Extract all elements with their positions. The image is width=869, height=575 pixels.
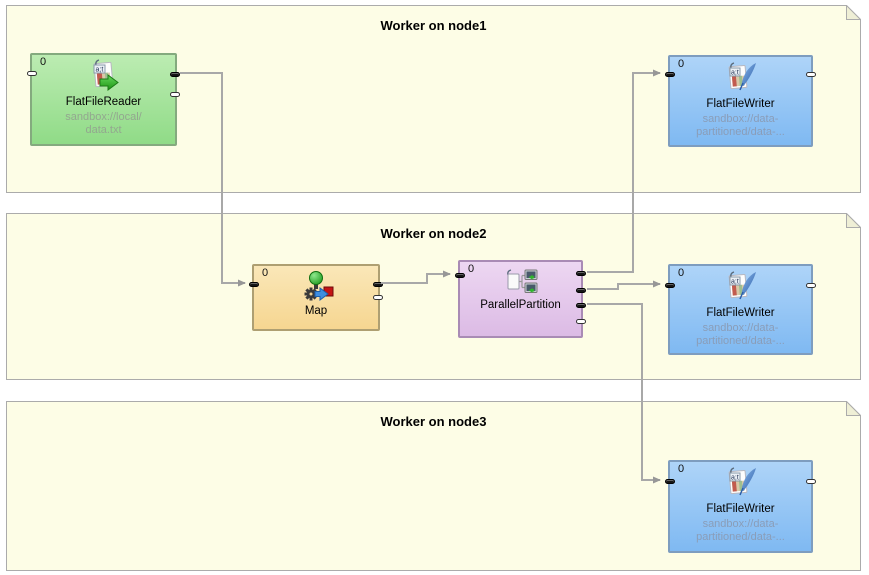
component-badge: 0	[678, 463, 685, 475]
output-port-0[interactable]	[373, 282, 383, 287]
output-port-1[interactable]	[170, 92, 180, 97]
component-label: Map	[304, 305, 328, 317]
input-port-0[interactable]	[249, 282, 259, 287]
flat-file-writer-icon: a;t	[723, 270, 759, 306]
worker-group-node1[interactable]: Worker on node1 0	[6, 5, 861, 193]
worker-group-node2[interactable]: Worker on node2 0	[6, 213, 861, 380]
flat-file-reader-icon: a;t	[86, 59, 122, 95]
component-label: FlatFileReader	[65, 96, 142, 108]
component-path: sandbox://data- partitioned/data-...	[696, 113, 785, 139]
component-path: sandbox://data- partitioned/data-...	[696, 518, 785, 544]
output-port-1[interactable]	[373, 295, 383, 300]
flat-file-writer-icon: a;t	[723, 61, 759, 97]
component-flatfilewriter-node3[interactable]: 0 a;t	[665, 460, 816, 553]
output-port-0[interactable]	[170, 72, 180, 77]
worker-group-node3[interactable]: Worker on node3 0	[6, 401, 861, 571]
component-badge: 0	[262, 267, 269, 279]
component-flatfilewriter-node2[interactable]: 0 a;t	[665, 264, 816, 355]
output-port-0[interactable]	[806, 283, 816, 288]
svg-text:a;t: a;t	[731, 70, 739, 77]
input-port-0[interactable]	[27, 71, 37, 76]
map-icon	[298, 270, 334, 304]
component-flatfilewriter-node1[interactable]: 0 a;t	[665, 55, 816, 147]
component-badge: 0	[678, 267, 685, 279]
output-port-3[interactable]	[576, 319, 586, 324]
container-title: Worker on node2	[380, 226, 487, 241]
svg-text:a;t: a;t	[95, 67, 103, 74]
flat-file-writer-icon: a;t	[723, 466, 759, 502]
output-port-0[interactable]	[806, 479, 816, 484]
output-port-1[interactable]	[576, 288, 586, 293]
svg-text:a;t: a;t	[731, 279, 739, 286]
component-path: sandbox://data- partitioned/data-...	[696, 322, 785, 348]
component-label: FlatFileWriter	[706, 98, 775, 110]
component-label: FlatFileWriter	[706, 503, 775, 515]
component-label: ParallelPartition	[480, 299, 561, 311]
output-port-2[interactable]	[576, 303, 586, 308]
input-port-0[interactable]	[455, 273, 465, 278]
svg-text:a;t: a;t	[731, 475, 739, 482]
component-map[interactable]: 0	[249, 264, 383, 331]
output-port-0[interactable]	[576, 271, 586, 276]
input-port-0[interactable]	[665, 72, 675, 77]
component-badge: 0	[678, 58, 685, 70]
container-title: Worker on node1	[380, 18, 487, 33]
component-parallelpartition[interactable]: 0 Paral	[455, 260, 586, 338]
parallel-partition-icon	[503, 266, 539, 298]
component-badge: 0	[468, 263, 475, 275]
output-port-0[interactable]	[806, 72, 816, 77]
component-badge: 0	[40, 56, 47, 68]
component-flatfilereader[interactable]: 0 a;t	[27, 53, 180, 146]
input-port-0[interactable]	[665, 479, 675, 484]
container-title: Worker on node3	[380, 414, 487, 429]
component-label: FlatFileWriter	[706, 307, 775, 319]
component-path: sandbox://local/ data.txt	[65, 111, 142, 137]
input-port-0[interactable]	[665, 283, 675, 288]
